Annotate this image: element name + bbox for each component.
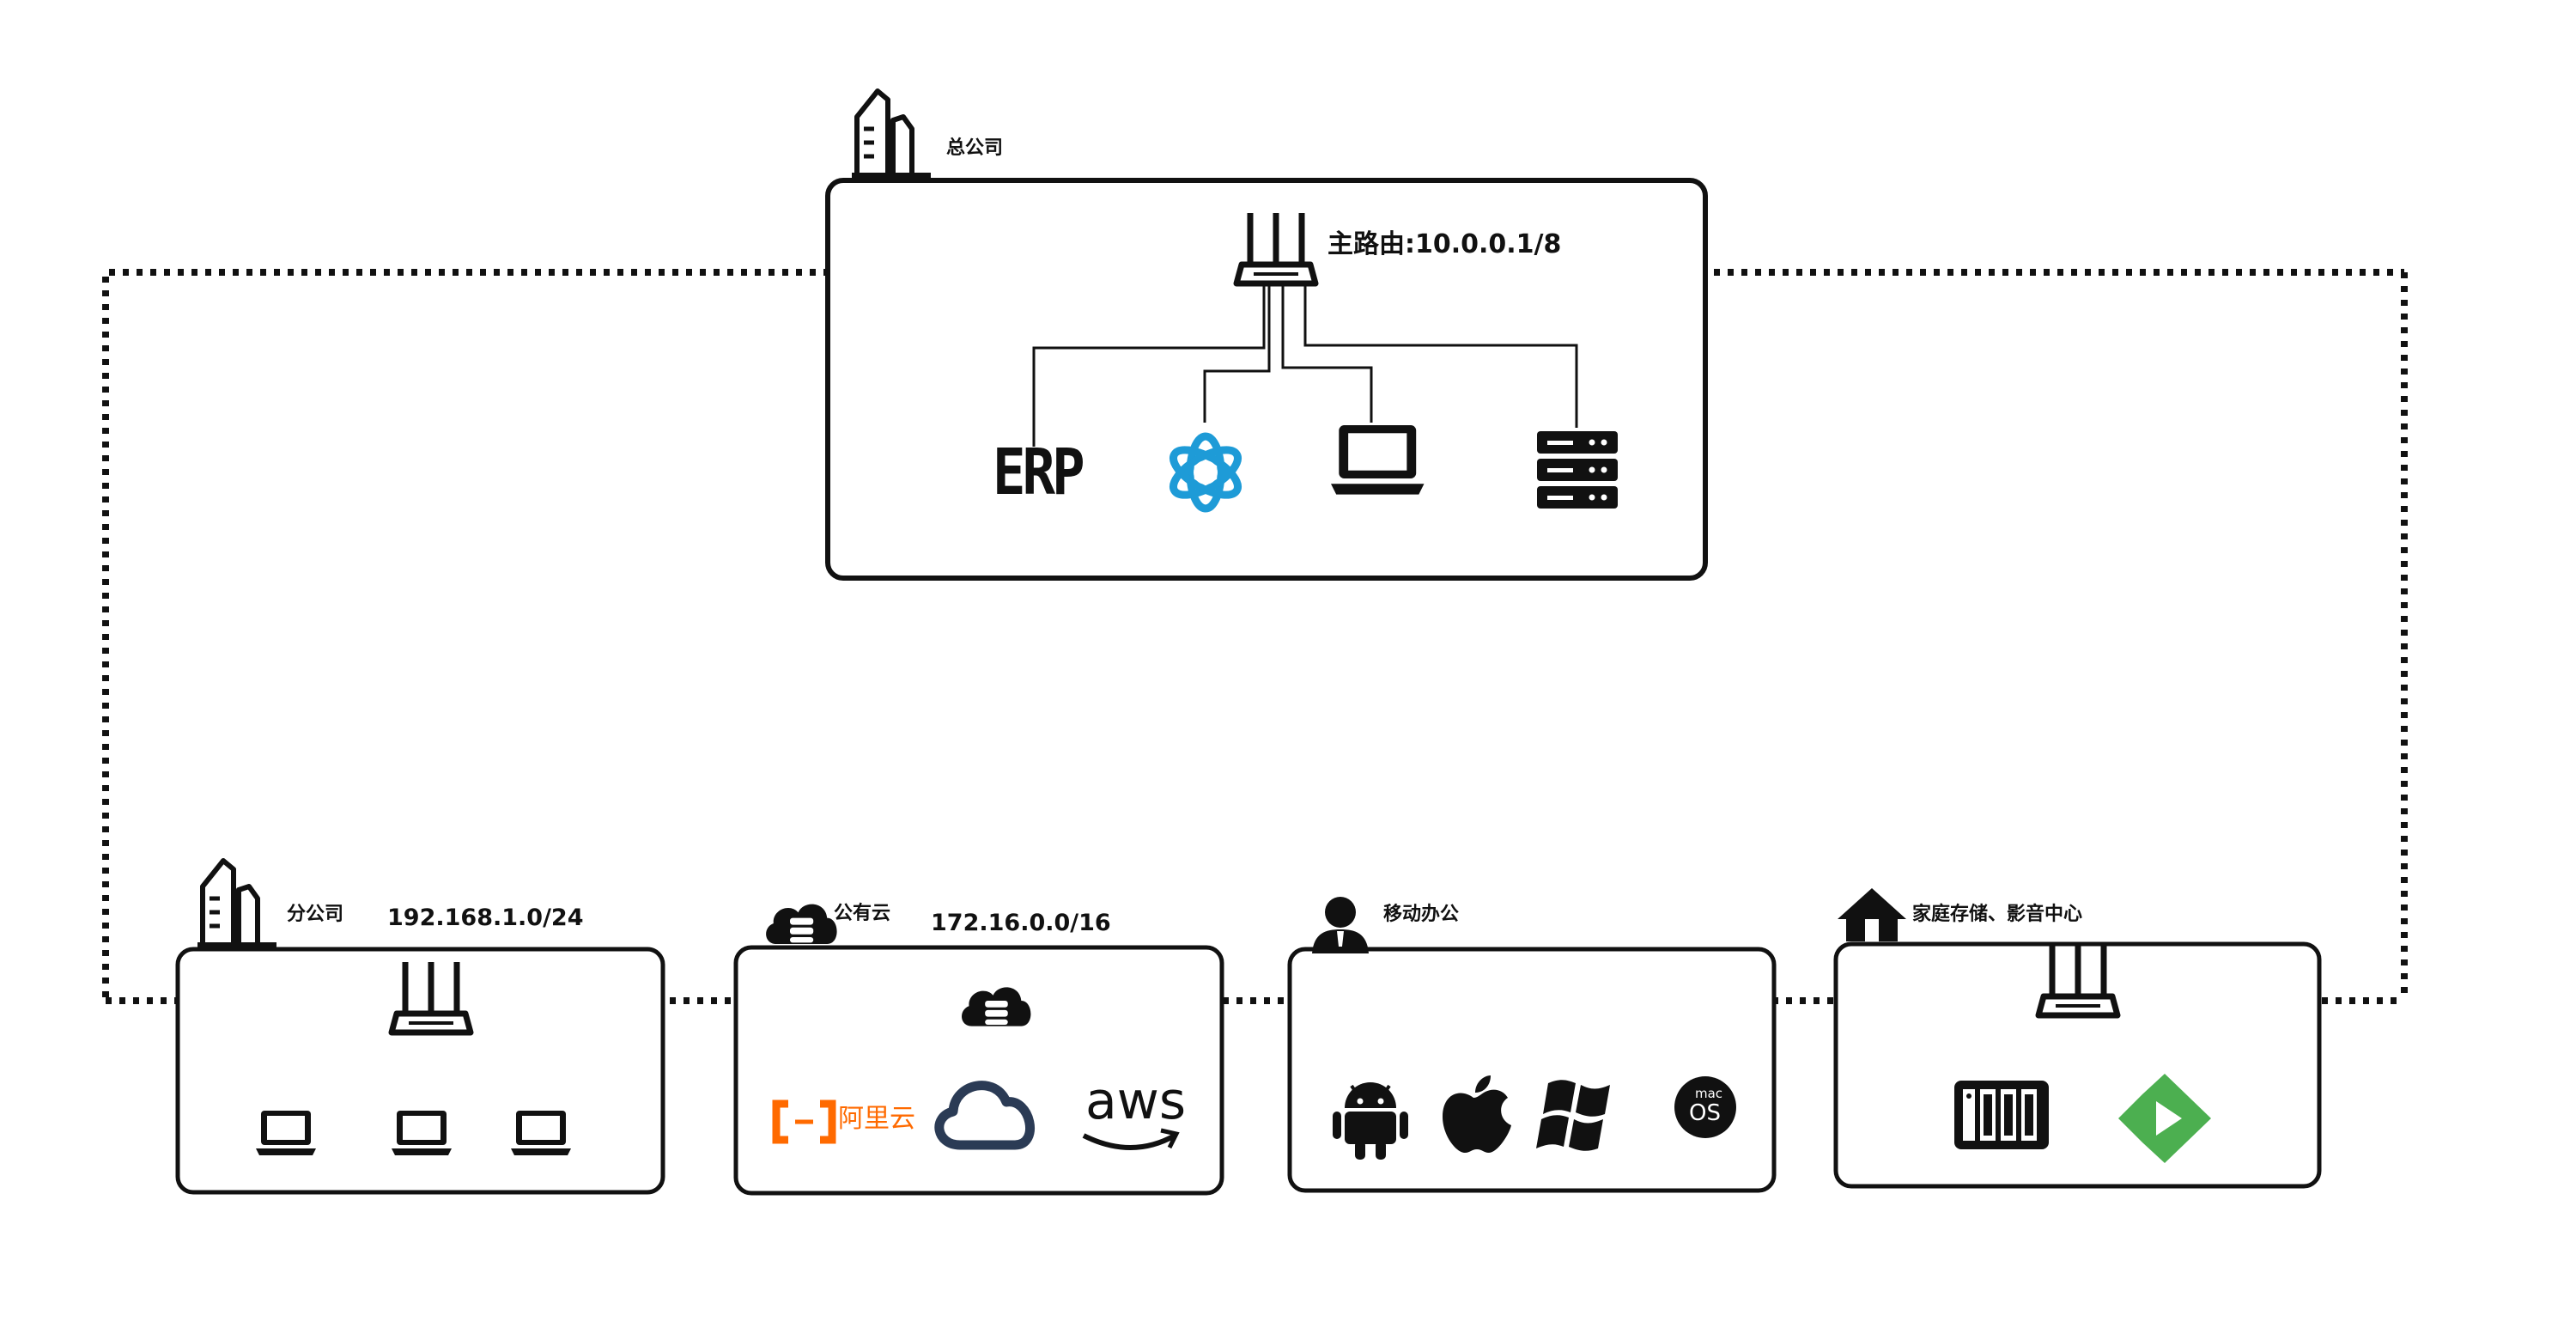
- aws-label: aws: [1085, 1071, 1187, 1131]
- headquarters-router-label: 主路由:10.0.0.1/8: [1327, 229, 1562, 259]
- aws-icon: [1082, 1128, 1180, 1150]
- media-center-icon: [2118, 1074, 2211, 1163]
- branch-label: 分公司: [287, 904, 344, 925]
- apple-icon: [1443, 1075, 1511, 1153]
- macos-large-label: OS: [1689, 1100, 1721, 1126]
- headquarters-building-icon: [852, 91, 931, 175]
- openai-icon: [1170, 432, 1242, 513]
- aliyun-icon: [772, 1099, 836, 1144]
- server-icon: [1537, 431, 1618, 509]
- headquarters-box: [825, 178, 1708, 581]
- branch-subnet-label: 192.168.1.0/24: [387, 904, 584, 931]
- headquarters-links: [1032, 283, 1578, 447]
- headquarters-label: 总公司: [946, 137, 1004, 159]
- android-icon: [1333, 1082, 1408, 1160]
- mobile-office-person-icon: [1312, 897, 1369, 953]
- erp-label: ERP: [993, 436, 1085, 510]
- home-router-icon: [2038, 945, 2117, 1015]
- tencent-cloud-icon: [934, 1081, 1035, 1150]
- macos-icon: [1674, 1076, 1736, 1138]
- branch-laptop-icon: [511, 1111, 571, 1155]
- home-house-icon: [1838, 888, 1906, 941]
- branch-router-icon: [392, 962, 471, 1032]
- branch-laptop-icon: [392, 1111, 452, 1155]
- home-label: 家庭存储、影音中心: [1912, 904, 2083, 925]
- public-cloud-label: 公有云: [834, 903, 891, 924]
- headquarters-router-icon: [1236, 213, 1315, 283]
- headquarters-laptop-icon: [1331, 425, 1425, 495]
- aliyun-label: 阿里云: [838, 1104, 915, 1134]
- macos-small-label: mac: [1695, 1086, 1723, 1101]
- public-cloud-subnet-label: 172.16.0.0/16: [931, 910, 1111, 936]
- public-cloud-header-icon: [766, 904, 837, 944]
- mobile-office-box: [1287, 947, 1777, 1193]
- branch-laptop-icon: [256, 1111, 316, 1155]
- nas-icon: [1954, 1081, 2049, 1149]
- mobile-office-label: 移动办公: [1383, 904, 1460, 925]
- public-cloud-box: [733, 945, 1224, 1196]
- branch-building-icon: [197, 861, 276, 945]
- branch-box: [175, 947, 665, 1195]
- windows-icon: [1536, 1080, 1610, 1151]
